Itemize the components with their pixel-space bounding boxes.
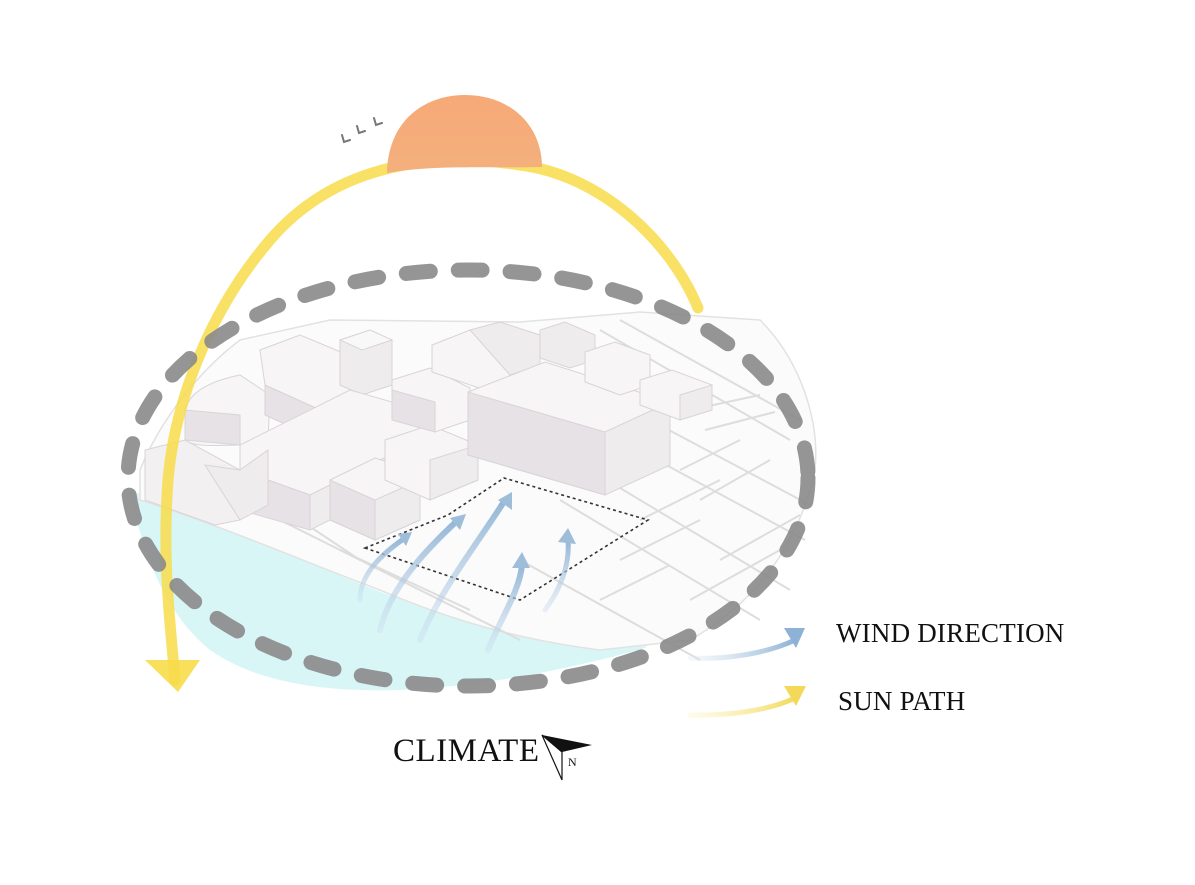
sun-path-arc [160, 154, 704, 686]
wind-arrows [357, 497, 571, 653]
north-letter: N [568, 755, 577, 769]
legend-wind-arrow-icon [687, 628, 805, 661]
site-boundary [362, 477, 650, 601]
legend-label-sun-path: SUN PATH [838, 686, 966, 716]
climate-zone-boundary [120, 262, 816, 694]
legend-label-wind-direction: WIND DIRECTION [836, 618, 1065, 648]
sun-icon [387, 95, 542, 173]
wind-arrowheads [398, 492, 576, 568]
legend-sun-path-arrow-icon [687, 686, 806, 718]
building-massing [144, 321, 713, 541]
sun-path-arrowhead-icon [145, 660, 200, 692]
diagram-title: CLIMATE [393, 733, 540, 769]
birds-icon [341, 117, 383, 144]
north-arrow-icon: N [541, 734, 592, 781]
